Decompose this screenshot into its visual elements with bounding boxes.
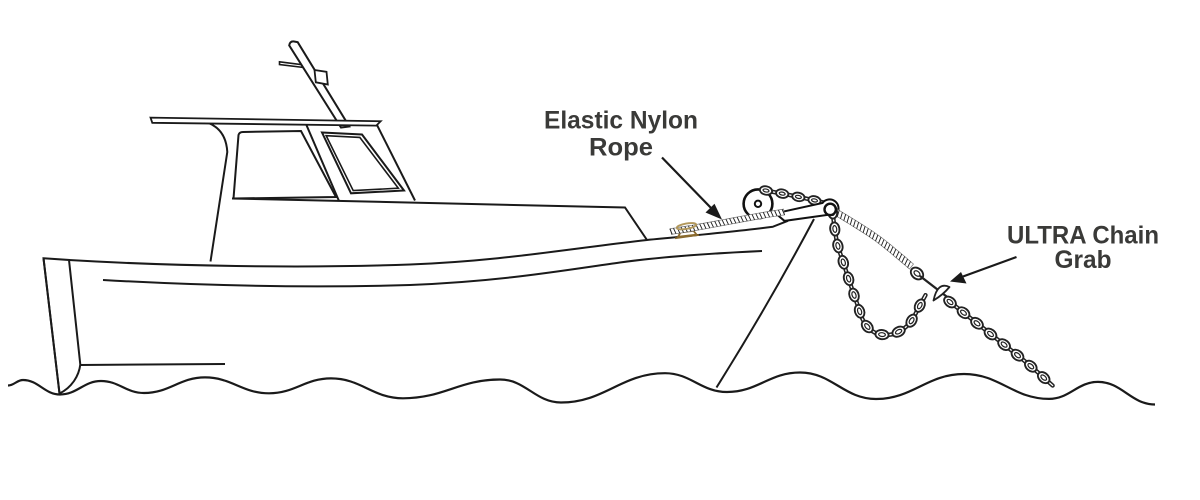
svg-text:Elastic Nylon: Elastic Nylon xyxy=(544,107,698,135)
svg-text:Grab: Grab xyxy=(1055,246,1112,274)
svg-text:Rope: Rope xyxy=(589,134,653,162)
svg-text:ULTRA Chain: ULTRA Chain xyxy=(1007,221,1159,249)
